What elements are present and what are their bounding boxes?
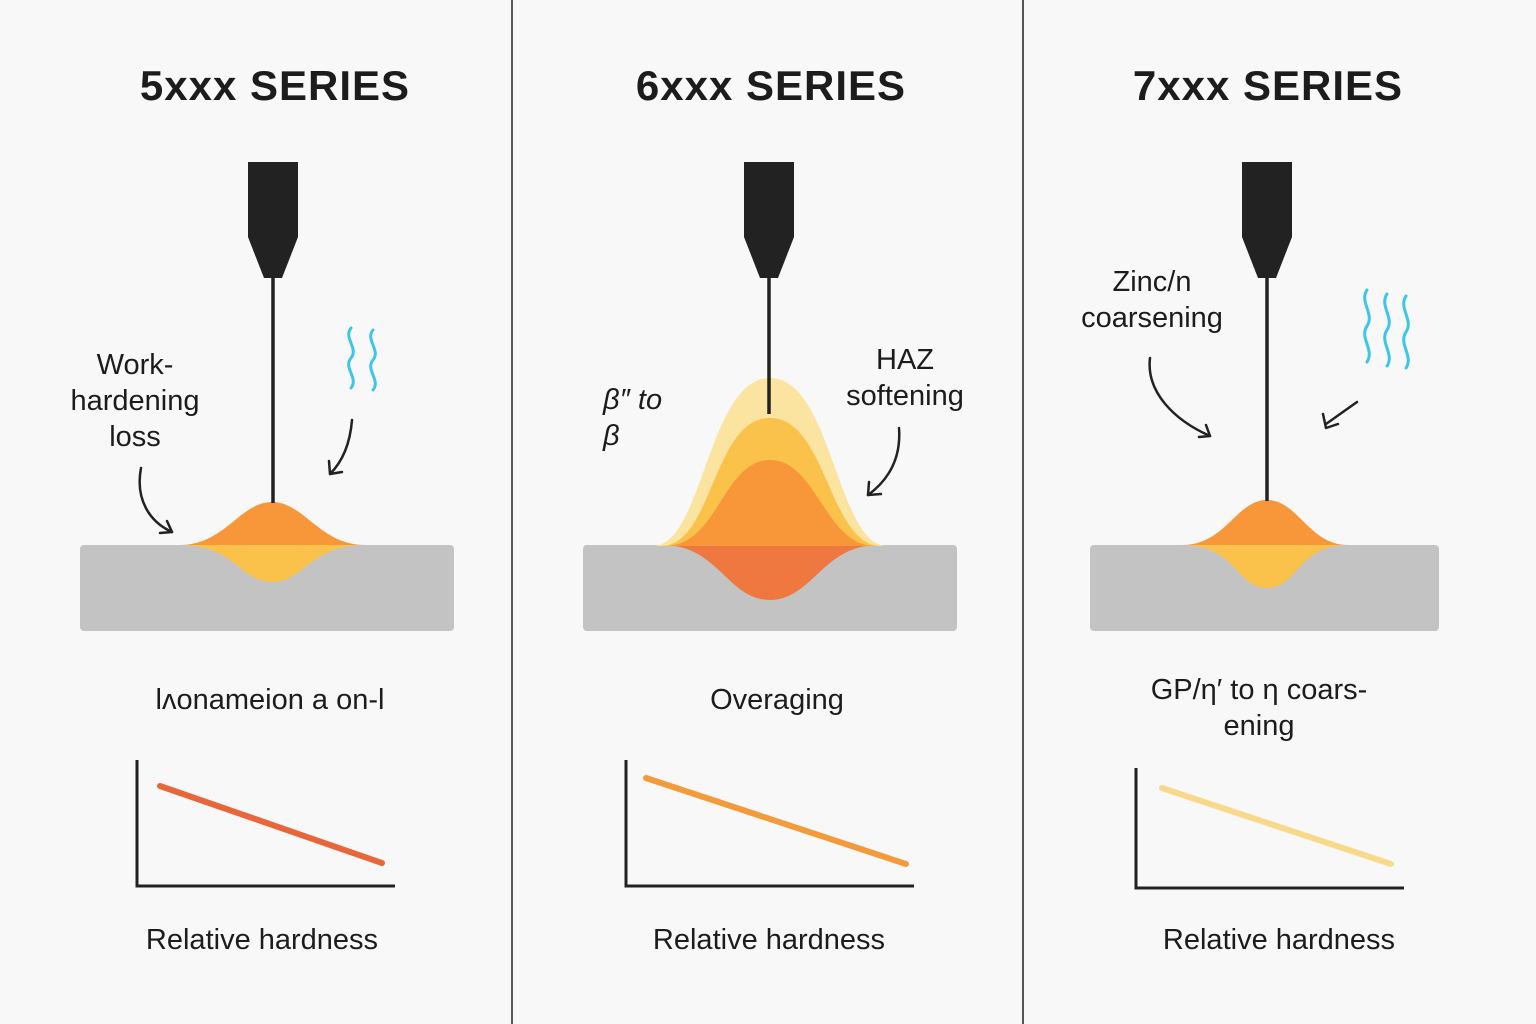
panel-6xxx: 6xxx SERIES β″ to β HAZ softening Overag… [513, 0, 1024, 1024]
base-plate [1090, 545, 1439, 631]
panel-7xxx: 7xxx SERIES Zinc/n coarsening GP/η′ to η… [1024, 0, 1536, 1024]
mechanism-label-line: coarsening [1081, 302, 1223, 334]
weld-penetration [663, 545, 878, 600]
arrow-icon [1148, 356, 1212, 439]
heat-wave-icon [1363, 288, 1410, 370]
mechanism-label-line: hardening [70, 385, 200, 417]
mechanism-label-line: Zinc/n [1112, 266, 1192, 298]
process-label: lʌonameion a on-l [155, 684, 385, 716]
hardness-plot-axes [624, 760, 914, 888]
axis-caption: Relative hardness [1162, 924, 1396, 956]
hardness-trend-line [1159, 785, 1394, 867]
hardness-plot-axes [135, 760, 395, 888]
mechanism-label-line: softening [846, 380, 964, 412]
mechanism-label-line: loss [109, 421, 161, 453]
arrow-icon [138, 466, 174, 535]
mechanism-label-line: Work- [96, 349, 174, 381]
hardness-trend-line [643, 775, 909, 867]
weld-illustration-6xxx [583, 162, 957, 888]
weld-penetration [180, 545, 365, 582]
welding-torch-icon [1242, 162, 1292, 501]
series-title: 5xxx SERIES [139, 62, 411, 109]
weld-bead [665, 460, 875, 546]
welding-torch-icon [248, 162, 298, 503]
welding-torch-icon [744, 162, 794, 414]
process-label: Overaging [710, 684, 844, 716]
process-label-line: GP/η′ to η coars- [1150, 674, 1368, 706]
hardness-trend-line [157, 783, 385, 866]
process-label: GP/η′ to η coars- ening [1024, 672, 1494, 744]
axis-caption: Relative hardness [145, 924, 379, 956]
arrow-icon [1321, 400, 1359, 430]
weld-penetration [1182, 545, 1348, 588]
weld-illustration-5xxx [80, 162, 454, 888]
hardness-plot-axes [1134, 768, 1404, 890]
arrow-icon [866, 426, 901, 497]
weld-bead [1182, 500, 1348, 545]
mechanism-label: Work- hardening loss [50, 347, 220, 455]
panel-divider [511, 0, 513, 1024]
axis-caption: Relative hardness [652, 924, 886, 956]
mechanism-label-line: β″ to [603, 384, 663, 416]
process-label-line: ening [1223, 710, 1295, 742]
arrow-icon [327, 418, 354, 476]
weld-illustration-7xxx [1090, 162, 1439, 890]
mechanism-label: β″ to β [603, 382, 693, 454]
series-title: 6xxx SERIES [635, 62, 907, 109]
panel-5xxx: 5xxx SERIES Work- hardening loss lʌoname… [0, 0, 511, 1024]
mechanism-label-line: HAZ [876, 344, 934, 376]
mechanism-label-line: β [603, 420, 620, 452]
series-title: 7xxx SERIES [1132, 62, 1404, 109]
base-plate [80, 545, 454, 631]
mechanism-label-right: HAZ softening [821, 342, 989, 414]
heat-wave-icon [347, 326, 377, 392]
panel-divider [1022, 0, 1024, 1024]
weld-bead [180, 502, 365, 545]
mechanism-label: Zinc/n coarsening [1060, 264, 1244, 336]
